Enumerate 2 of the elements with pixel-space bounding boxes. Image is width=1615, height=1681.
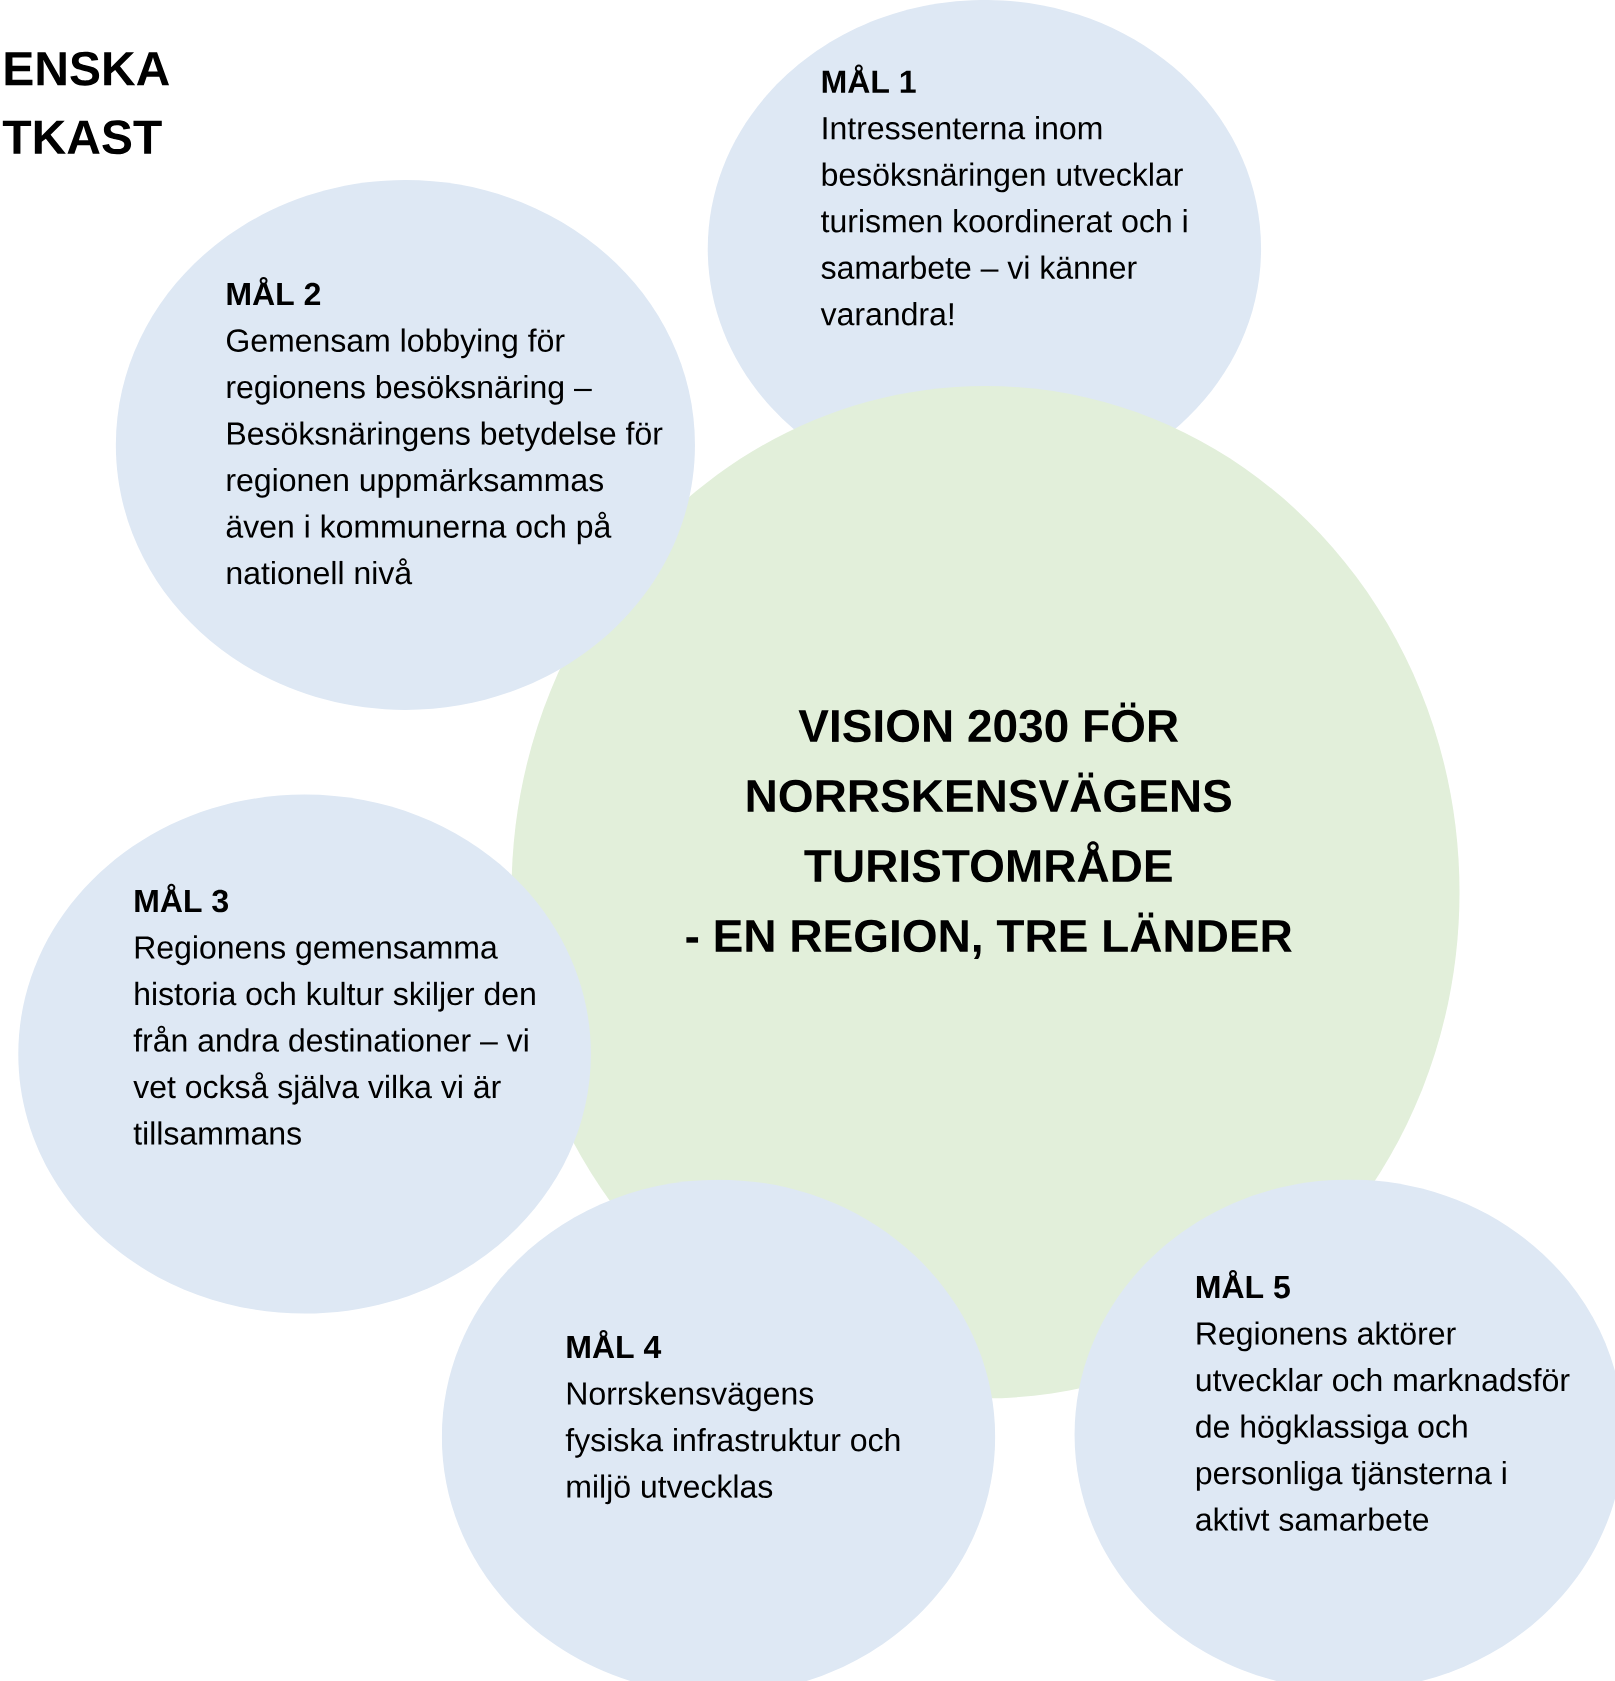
heading-text: ENSKA — [5, 51, 170, 86]
heading-text: TKAST — [2, 120, 162, 155]
